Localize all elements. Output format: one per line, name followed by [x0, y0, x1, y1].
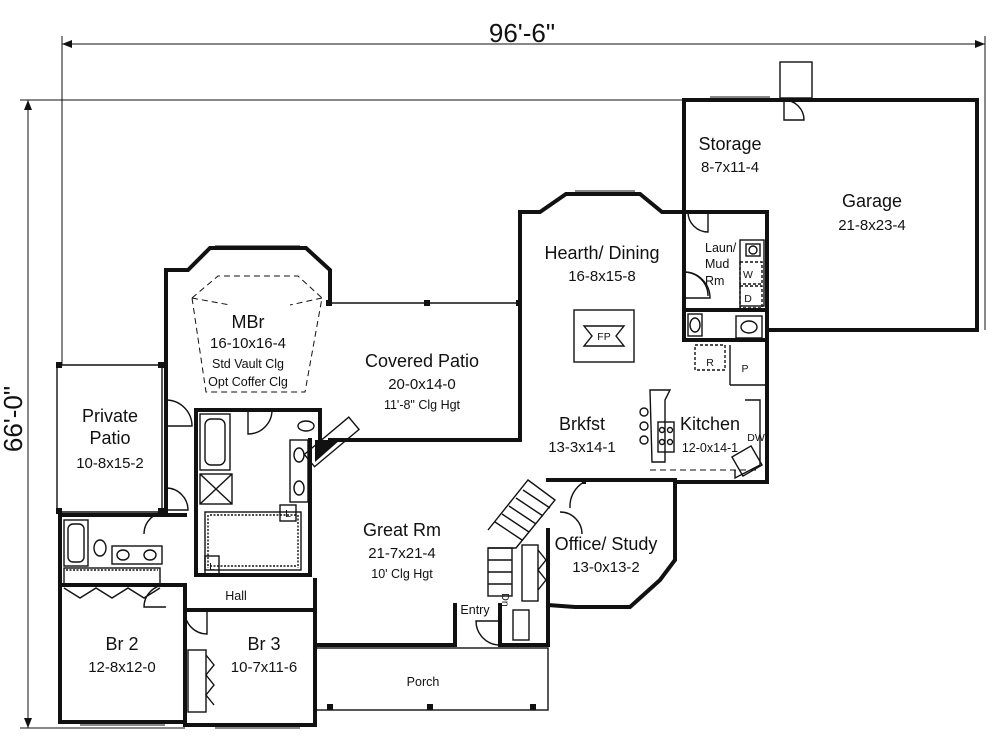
room-labels: Storage 8-7x11-4 Garage 21-8x23-4 Hearth…	[76, 134, 906, 689]
private-patio-size: 10-8x15-2	[76, 455, 144, 472]
washer-label: W	[743, 269, 753, 281]
great-rm-note: 10' Clg Hgt	[371, 567, 433, 581]
garage-details	[683, 99, 954, 332]
covered-patio-name: Covered Patio	[365, 351, 479, 371]
br2-size: 12-8x12-0	[88, 659, 156, 676]
dryer-label: D	[744, 293, 752, 305]
porch-label: Porch	[407, 675, 440, 689]
coffer-ceiling	[191, 275, 323, 393]
interior-walls	[58, 210, 769, 724]
great-room-fireplace	[303, 416, 361, 468]
exterior-walls	[56, 61, 979, 727]
br3-name: Br 3	[247, 634, 280, 654]
private-patio-line2: Patio	[89, 428, 130, 448]
windows	[80, 96, 770, 729]
linen-closet-label: L	[285, 508, 291, 520]
great-rm-name: Great Rm	[363, 520, 441, 540]
pantry-label: P	[741, 363, 748, 375]
hearth-dining-size: 16-8x15-8	[568, 268, 636, 285]
width-label: 96'-6"	[489, 18, 555, 48]
storage-name: Storage	[698, 134, 761, 154]
entry-label: Entry	[460, 603, 490, 617]
linen-closet-hall-label: L	[209, 561, 215, 573]
laundry-line3: Rm	[705, 274, 724, 288]
dishwasher-label: DW	[747, 432, 765, 444]
hearth-dining-name: Hearth/ Dining	[544, 243, 659, 263]
covered-patio-note: 11'-8" Clg Hgt	[384, 398, 461, 412]
fireplace: FP	[573, 309, 635, 363]
garage-size: 21-8x23-4	[838, 217, 906, 234]
mbr-size: 16-10x16-4	[210, 335, 286, 352]
brkfst-size: 13-3x14-1	[548, 439, 616, 456]
office-study-name: Office/ Study	[555, 534, 658, 554]
fireplace-label: FP	[597, 331, 610, 343]
mbr-note2: Opt Coffer Clg	[208, 375, 288, 389]
hall-bath-fixtures	[63, 519, 163, 585]
private-patio-line1: Private	[82, 406, 138, 426]
columns	[56, 300, 536, 710]
stairs: Dn	[487, 479, 557, 607]
kitchen-name: Kitchen	[680, 414, 740, 434]
laundry-line2: Mud	[705, 257, 729, 271]
hall-label: Hall	[225, 589, 247, 603]
mbr-name: MBr	[232, 312, 265, 332]
brkfst-name: Brkfst	[559, 414, 605, 434]
covered-patio-size: 20-0x14-0	[388, 376, 456, 393]
dimension-width: 96'-6"	[61, 18, 986, 365]
br3-size: 10-7x11-6	[231, 659, 297, 676]
depth-label: 66'-0"	[0, 386, 28, 452]
laundry-fixtures: W D	[683, 239, 765, 339]
mbr-note1: Std Vault Clg	[212, 357, 284, 371]
br2-name: Br 2	[105, 634, 138, 654]
great-rm-size: 21-7x21-4	[368, 545, 436, 562]
master-bath-fixtures: L L	[199, 413, 315, 577]
bedroom-closets	[63, 544, 547, 713]
refrigerator-label: R	[706, 357, 714, 369]
kitchen-size: 12-0x14-1	[682, 441, 738, 455]
office-study-size: 13-0x13-2	[572, 559, 640, 576]
dimension-depth: 66'-0"	[0, 99, 682, 729]
garage-name: Garage	[842, 191, 902, 211]
laundry-line1: Laun/	[705, 241, 737, 255]
storage-size: 8-7x11-4	[701, 159, 759, 176]
stair-down-label: Dn	[499, 593, 511, 607]
kitchen-fixtures: R P DW	[639, 344, 765, 480]
